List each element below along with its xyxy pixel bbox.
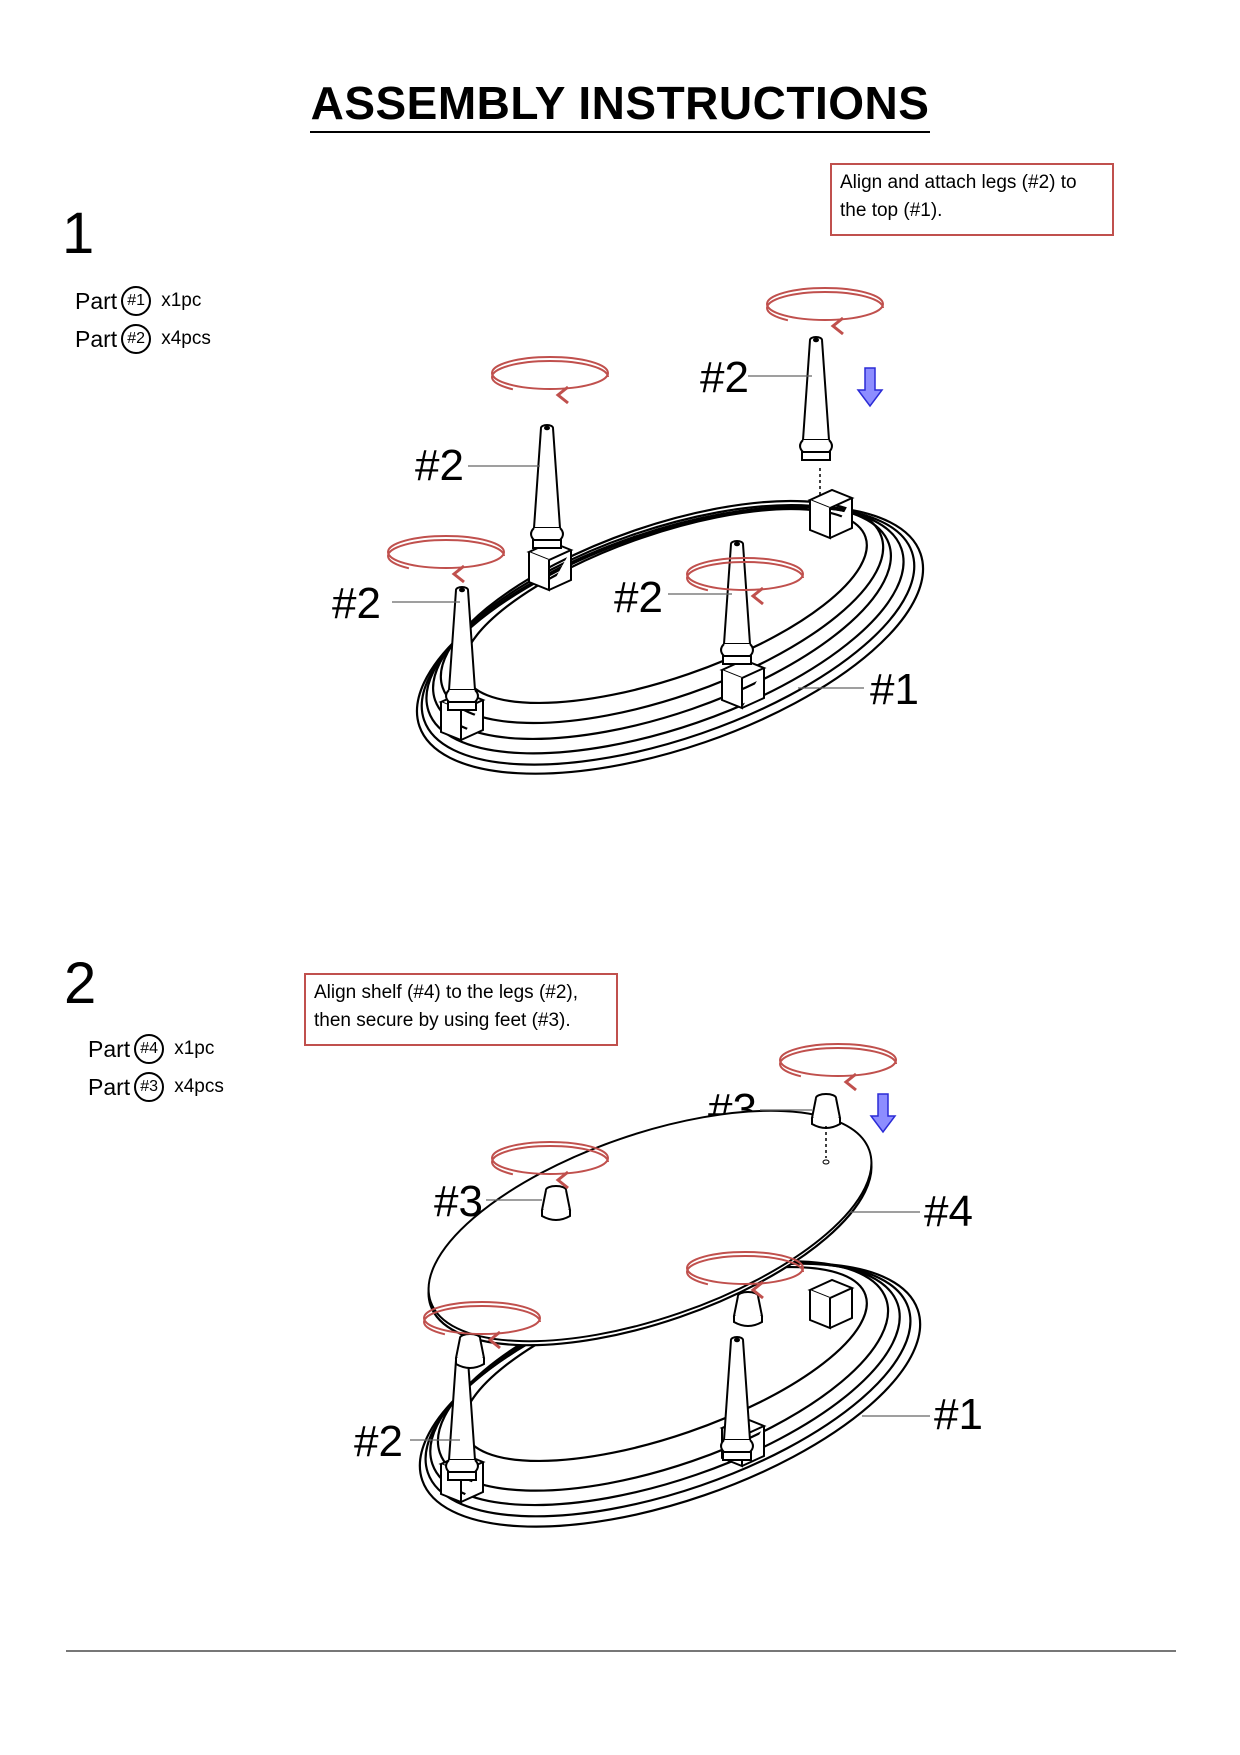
step-1-part-row-1: Part #1 x1pc bbox=[75, 286, 201, 316]
leader-lines bbox=[410, 1109, 930, 1441]
part-label: Part bbox=[75, 325, 118, 352]
part-label: Part bbox=[88, 1035, 131, 1062]
step-2-part-row-1: Part #4 x1pc bbox=[88, 1034, 214, 1064]
step-2-number: 2 bbox=[64, 951, 97, 1016]
footer-divider bbox=[66, 1650, 1176, 1652]
step-1-instruction-note: Align and attach legs (#2) to the top (#… bbox=[830, 163, 1114, 236]
step-2-instruction-note: Align shelf (#4) to the legs (#2), then … bbox=[304, 973, 618, 1046]
page-title: ASSEMBLY INSTRUCTIONS bbox=[0, 76, 1240, 133]
callout-leg: #2 bbox=[332, 579, 381, 628]
part-quantity: x1pc bbox=[174, 1038, 215, 1059]
step-2-part-row-2: Part #3 x4pcs bbox=[88, 1072, 224, 1102]
callout-leg: #2 bbox=[415, 441, 464, 490]
part-label: Part bbox=[88, 1073, 131, 1100]
part-id-badge: #4 bbox=[134, 1034, 165, 1064]
part-id-badge: #1 bbox=[121, 286, 152, 316]
down-arrow-icon bbox=[857, 367, 883, 407]
leg-parts bbox=[440, 336, 853, 741]
step-1-part-row-2: Part #2 x4pcs bbox=[75, 324, 211, 354]
part-label: Part bbox=[75, 287, 118, 314]
callout-leg: #2 bbox=[614, 573, 663, 622]
part-id-badge: #3 bbox=[134, 1072, 165, 1102]
foot-parts bbox=[455, 1093, 841, 1369]
part-quantity: x1pc bbox=[161, 290, 202, 311]
down-arrow-icon bbox=[870, 1093, 896, 1133]
leader-lines bbox=[392, 375, 864, 689]
shelf-part bbox=[427, 1109, 873, 1347]
part-quantity: x4pcs bbox=[161, 328, 211, 349]
step-1-number: 1 bbox=[62, 201, 95, 266]
callout-leg: #2 bbox=[354, 1417, 403, 1466]
callout-leg: #2 bbox=[700, 353, 749, 402]
part-quantity: x4pcs bbox=[174, 1076, 224, 1097]
part-id-badge: #2 bbox=[121, 324, 152, 354]
callout-top: #1 bbox=[870, 665, 919, 714]
callout-shelf: #4 bbox=[924, 1187, 973, 1236]
title-text: ASSEMBLY INSTRUCTIONS bbox=[309, 77, 931, 133]
callout-top: #1 bbox=[934, 1390, 983, 1439]
